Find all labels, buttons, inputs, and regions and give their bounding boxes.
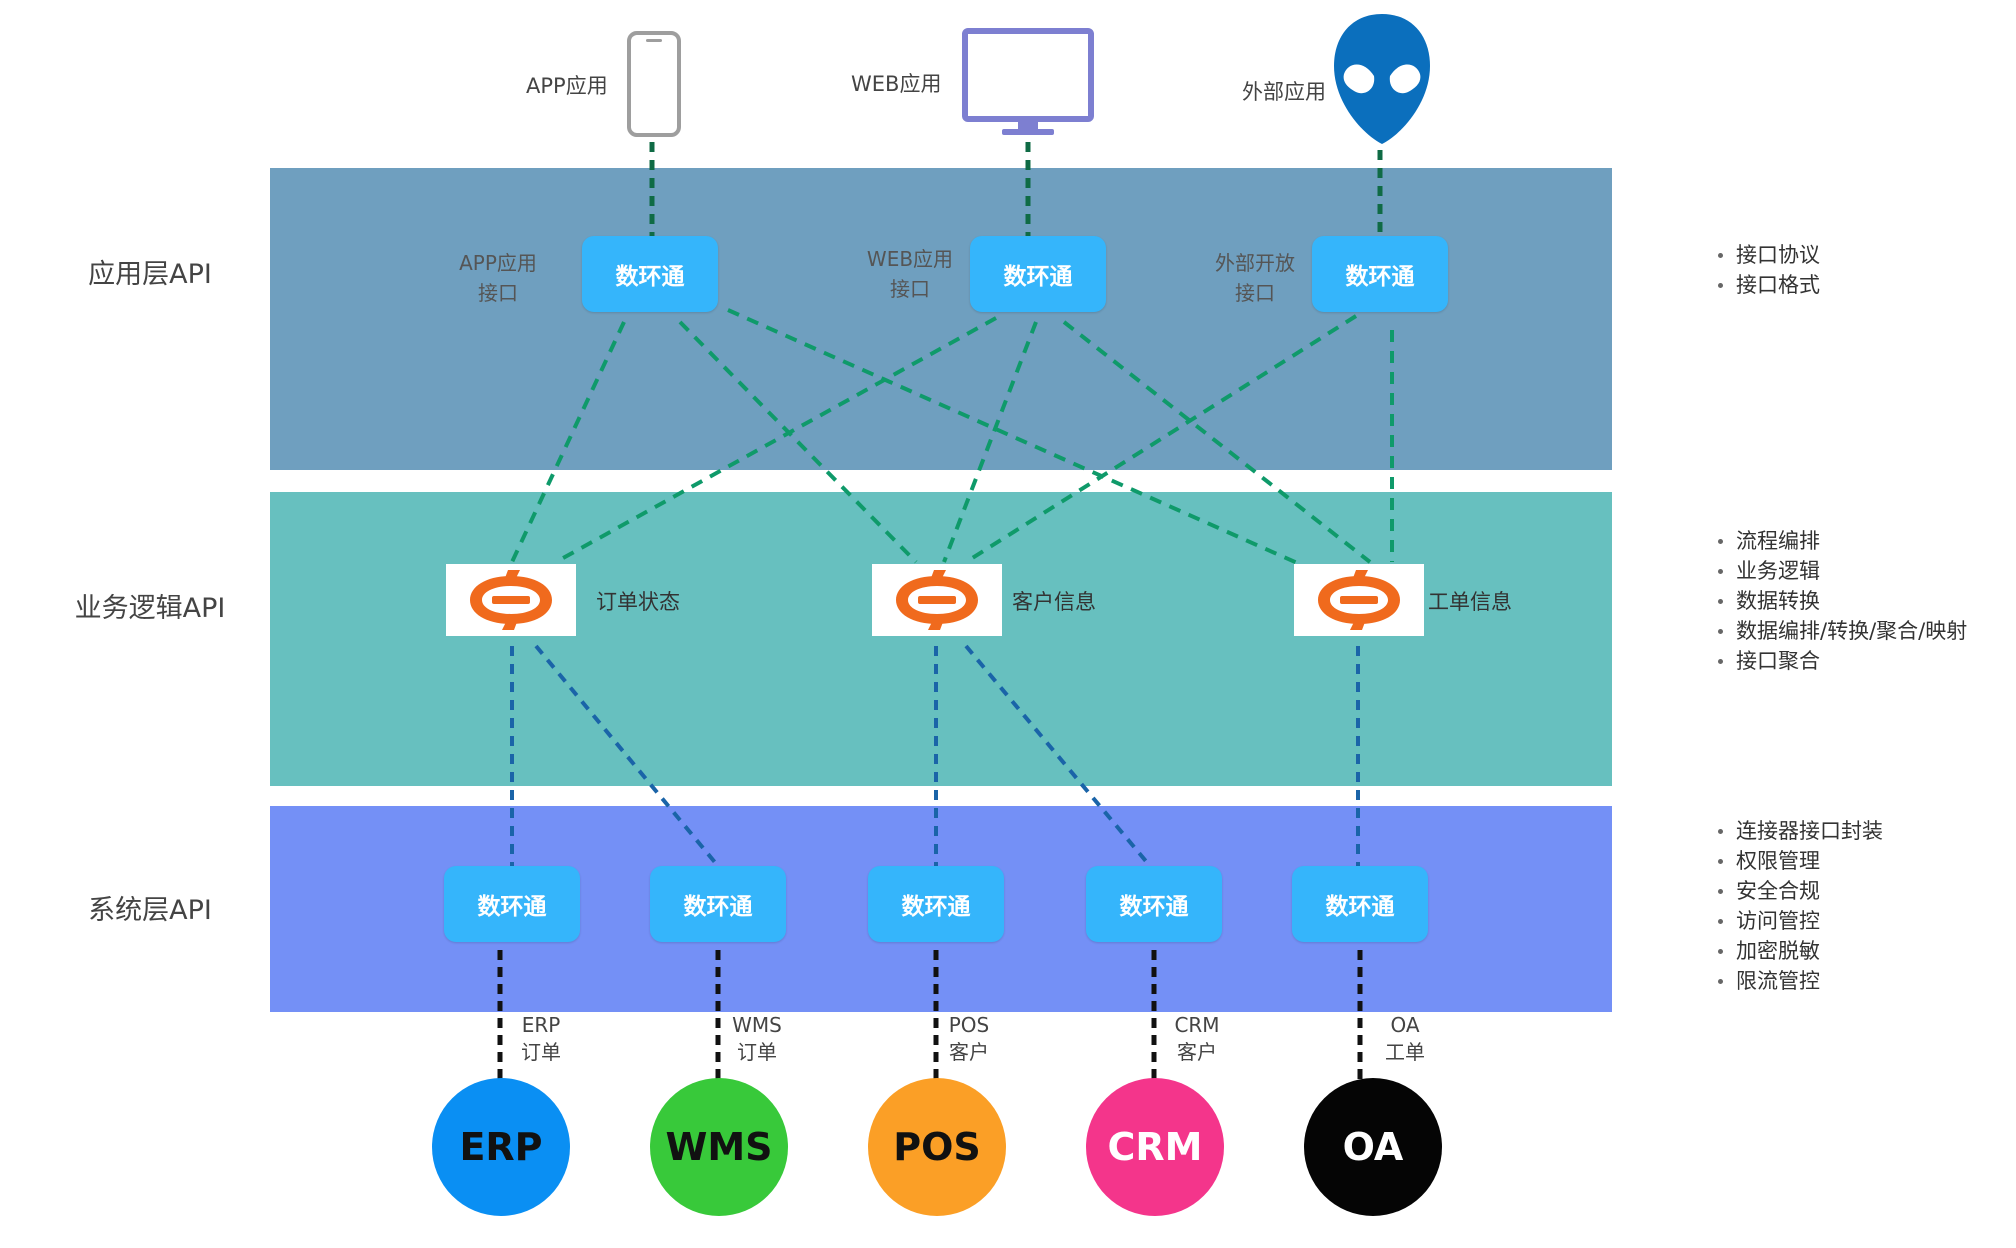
link-app1-biz2 <box>678 320 918 564</box>
sys-node-erp[interactable]: 数环通 <box>444 866 580 942</box>
link-app2-biz1 <box>555 316 997 564</box>
oa-system-circle[interactable]: OA <box>1304 1078 1442 1216</box>
sys-node-wms-caption: WMS 订单 <box>732 1013 782 1064</box>
feature-item: 限流管控 <box>1714 966 1883 996</box>
sys-node-erp-caption: ERP 订单 <box>521 1013 561 1064</box>
app-layer-title: 应用层API <box>88 259 212 290</box>
biz-node-1[interactable] <box>446 564 576 636</box>
external-client-label: 外部应用 <box>1242 80 1326 104</box>
link-app2-biz2 <box>942 321 1038 563</box>
feature-item: 加密脱敏 <box>1714 936 1883 966</box>
business-layer-band <box>270 492 1612 786</box>
sys-node-wms[interactable]: 数环通 <box>650 866 786 942</box>
app-node-3-caption: 外部开放 接口 <box>1215 251 1295 305</box>
sys-node-pos-caption: POS 客户 <box>948 1013 990 1064</box>
feature-item: 接口协议 <box>1714 240 1820 270</box>
web-client-label: WEB应用 <box>851 72 942 96</box>
app-node-1-caption: APP应用 接口 <box>459 251 537 305</box>
feature-item: 数据转换 <box>1714 586 1967 616</box>
connector-logo-icon <box>896 570 978 630</box>
biz-node-3-label: 工单信息 <box>1428 590 1512 614</box>
feature-item: 接口聚合 <box>1714 646 1967 676</box>
sys-node-oa-caption: OA 工单 <box>1385 1013 1425 1064</box>
link-app1-biz3 <box>727 308 1305 568</box>
system-layer-title: 系统层API <box>88 895 212 926</box>
biz-feature-list: 流程编排业务逻辑数据转换数据编排/转换/聚合/映射接口聚合 <box>1714 526 1967 676</box>
link-biz1-sys2 <box>534 644 720 868</box>
feature-item: 流程编排 <box>1714 526 1967 556</box>
feature-item: 数据编排/转换/聚合/映射 <box>1714 616 1967 646</box>
app-client-label: APP应用 <box>526 74 608 98</box>
monitor-icon <box>962 28 1094 135</box>
erp-system-circle[interactable]: ERP <box>432 1078 570 1216</box>
sys-node-crm[interactable]: 数环通 <box>1086 866 1222 942</box>
phone-icon <box>627 31 681 137</box>
app-node-1[interactable]: 数环通 <box>582 236 718 312</box>
feature-item: 安全合规 <box>1714 876 1883 906</box>
biz-node-2-label: 客户信息 <box>1012 590 1096 614</box>
link-app1-biz1 <box>510 321 626 563</box>
link-biz2-sys4 <box>964 644 1152 868</box>
sys-node-pos[interactable]: 数环通 <box>868 866 1004 942</box>
biz-node-3[interactable] <box>1294 564 1424 636</box>
link-app3-biz2 <box>964 314 1358 564</box>
link-app2-biz3 <box>1062 320 1372 564</box>
biz-node-2[interactable] <box>872 564 1002 636</box>
pos-system-circle[interactable]: POS <box>868 1078 1006 1216</box>
connector-logo-icon <box>1318 570 1400 630</box>
sys-node-oa[interactable]: 数环通 <box>1292 866 1428 942</box>
crm-system-circle[interactable]: CRM <box>1086 1078 1224 1216</box>
feature-item: 权限管理 <box>1714 846 1883 876</box>
app-node-2[interactable]: 数环通 <box>970 236 1106 312</box>
connector-logo-icon <box>470 570 552 630</box>
alien-icon <box>1334 14 1430 144</box>
feature-item: 接口格式 <box>1714 270 1820 300</box>
sys-feature-list: 连接器接口封装权限管理安全合规访问管控加密脱敏限流管控 <box>1714 816 1883 996</box>
app-feature-list: 接口协议接口格式 <box>1714 240 1820 300</box>
business-layer-title: 业务逻辑API <box>74 593 226 624</box>
feature-item: 业务逻辑 <box>1714 556 1967 586</box>
app-node-3[interactable]: 数环通 <box>1312 236 1448 312</box>
feature-item: 连接器接口封装 <box>1714 816 1883 846</box>
feature-item: 访问管控 <box>1714 906 1883 936</box>
sys-node-crm-caption: CRM 客户 <box>1174 1013 1220 1064</box>
biz-node-1-label: 订单状态 <box>596 590 680 614</box>
app-node-2-caption: WEB应用 接口 <box>866 247 954 301</box>
wms-system-circle[interactable]: WMS <box>650 1078 788 1216</box>
app-layer-band <box>270 168 1612 470</box>
